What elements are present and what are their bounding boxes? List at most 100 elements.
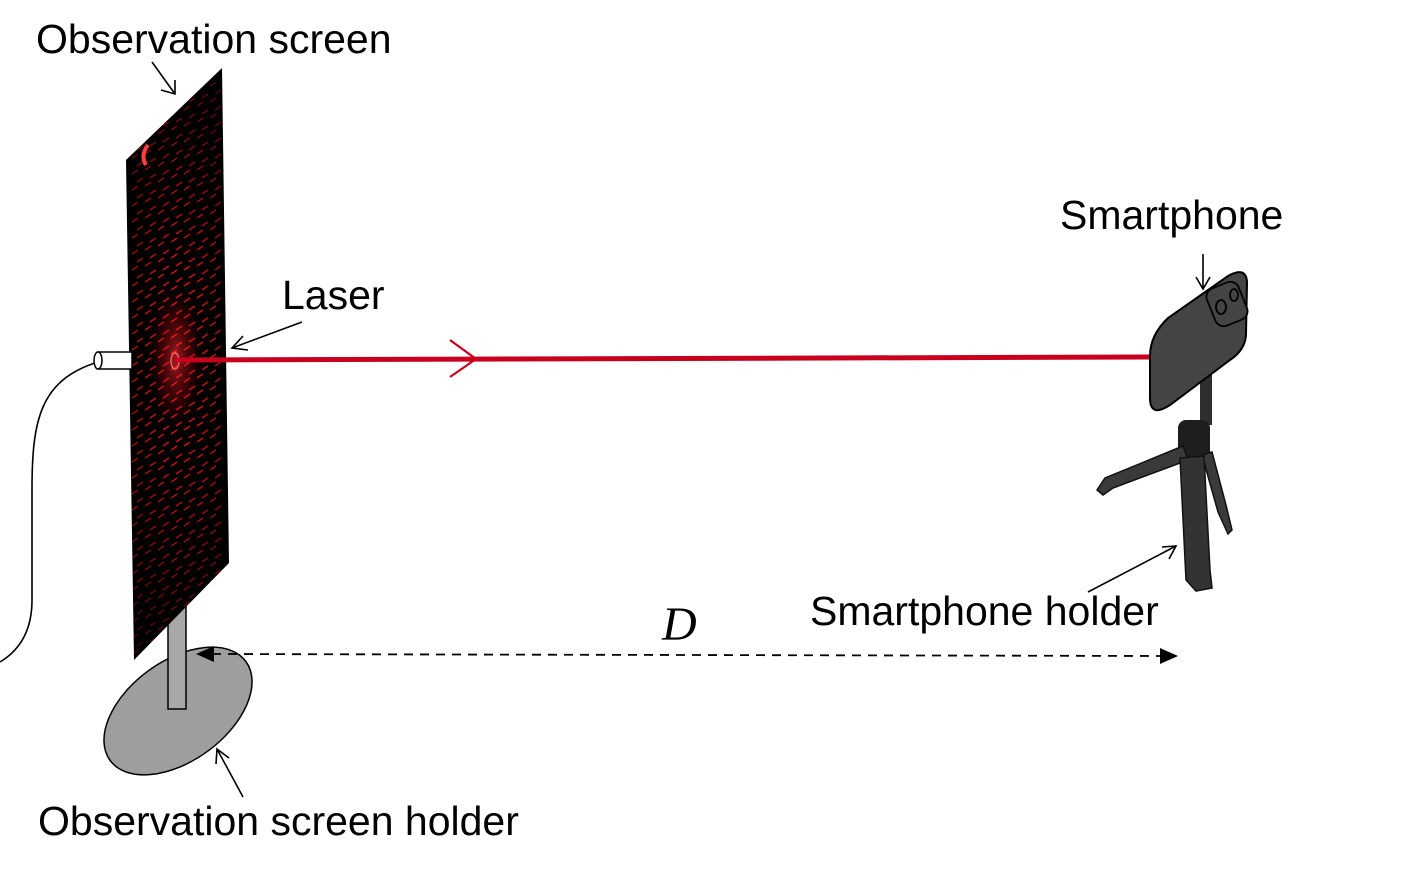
diffraction-dot: [131, 393, 139, 399]
diffraction-dot: [188, 161, 196, 167]
diffraction-dot: [162, 137, 170, 143]
diffraction-dot: [214, 553, 222, 559]
diffraction-dot: [144, 229, 152, 235]
diffraction-dot: [131, 153, 139, 159]
diffraction-dot: [201, 557, 209, 563]
diffraction-dot: [188, 273, 196, 279]
diffraction-dot: [162, 105, 170, 111]
diffraction-dot: [175, 469, 183, 475]
diffraction-dot: [136, 417, 144, 423]
beam-direction-arrow: [449, 339, 478, 378]
diffraction-dot: [149, 285, 157, 291]
diffraction-dot: [209, 497, 217, 503]
diffraction-dot: [188, 545, 196, 551]
diffraction-dot: [131, 297, 139, 303]
diffraction-dot: [196, 149, 204, 155]
diffraction-dot: [131, 425, 139, 431]
diffraction-dot: [149, 237, 157, 243]
diffraction-dot: [209, 529, 217, 535]
diffraction-dot: [209, 321, 217, 327]
diffraction-dot: [209, 305, 217, 311]
diffraction-dot: [157, 273, 165, 279]
diffraction-dot: [214, 633, 222, 639]
diffraction-dot: [214, 537, 222, 543]
diffraction-dot: [196, 469, 204, 475]
diffraction-dot: [162, 441, 170, 447]
diffraction-dot: [144, 501, 152, 507]
diffraction-dot: [196, 213, 204, 219]
diffraction-dot: [170, 173, 178, 179]
diffraction-dot: [170, 509, 178, 515]
diffraction-dot: [136, 641, 144, 647]
diffraction-dot: [170, 557, 178, 563]
diffraction-dot: [136, 513, 144, 519]
diffraction-dot: [196, 597, 204, 603]
diffraction-dot: [136, 273, 144, 279]
smartphone-pointer: [1195, 254, 1211, 291]
diffraction-dot: [214, 169, 222, 175]
diffraction-dot: [175, 133, 183, 139]
tripod-leg-front: [1179, 455, 1213, 592]
distance-arrow: D: [196, 598, 1178, 664]
diffraction-dot: [175, 165, 183, 171]
observation-screen-holder-pointer: [215, 747, 244, 798]
diffraction-dot: [157, 513, 165, 519]
diffraction-dot: [201, 109, 209, 115]
diffraction-dot: [157, 481, 165, 487]
diffraction-dot: [201, 157, 209, 163]
diffraction-dot: [209, 593, 217, 599]
diffraction-dot: [201, 93, 209, 99]
diffraction-dot: [175, 501, 183, 507]
diffraction-dot: [131, 329, 139, 335]
diffraction-dot: [149, 493, 157, 499]
diffraction-dot: [144, 405, 152, 411]
diffraction-dot: [136, 545, 144, 551]
diffraction-dot: [170, 269, 178, 275]
diffraction-dot: [209, 145, 217, 151]
diffraction-dot: [136, 385, 144, 391]
diffraction-dot: [131, 457, 139, 463]
diffraction-dot: [131, 313, 139, 319]
distance-arrowhead-left: [196, 646, 214, 662]
diffraction-dot: [183, 89, 191, 95]
diffraction-dot: [183, 201, 191, 207]
diffraction-dot: [201, 461, 209, 467]
diffraction-dot: [144, 533, 152, 539]
laser-label: Laser: [282, 272, 385, 318]
diffraction-dot: [170, 157, 178, 163]
diffraction-dot: [157, 113, 165, 119]
diffraction-dot: [183, 169, 191, 175]
diffraction-dot: [188, 225, 196, 231]
diffraction-dot: [214, 425, 222, 431]
diffraction-dot: [214, 233, 222, 239]
diffraction-dot: [214, 265, 222, 271]
diffraction-dot: [144, 581, 152, 587]
diffraction-dot: [183, 537, 191, 543]
diffraction-dot: [162, 457, 170, 463]
diffraction-dot: [144, 165, 152, 171]
diffraction-dot: [188, 209, 196, 215]
diffraction-dot: [162, 489, 170, 495]
diffraction-dot: [136, 161, 144, 167]
diffraction-dot: [162, 473, 170, 479]
diffraction-dot: [201, 573, 209, 579]
diffraction-dot: [175, 181, 183, 187]
diffraction-dot: [196, 165, 204, 171]
diffraction-dot: [209, 113, 217, 119]
diffraction-dot: [183, 153, 191, 159]
diffraction-dot: [136, 529, 144, 535]
diffraction-dot: [175, 149, 183, 155]
diffraction-dot: [131, 201, 139, 207]
diffraction-dot: [136, 369, 144, 375]
diffraction-dot: [188, 609, 196, 615]
diffraction-dot: [201, 237, 209, 243]
diffraction-dot: [175, 597, 183, 603]
diffraction-dot: [144, 597, 152, 603]
tripod-leg-right: [1201, 451, 1233, 536]
diffraction-dot: [144, 245, 152, 251]
diffraction-dot: [131, 489, 139, 495]
diffraction-dot: [214, 313, 222, 319]
diffraction-dot: [175, 229, 183, 235]
diffraction-dot: [183, 137, 191, 143]
diffraction-dot: [175, 245, 183, 251]
